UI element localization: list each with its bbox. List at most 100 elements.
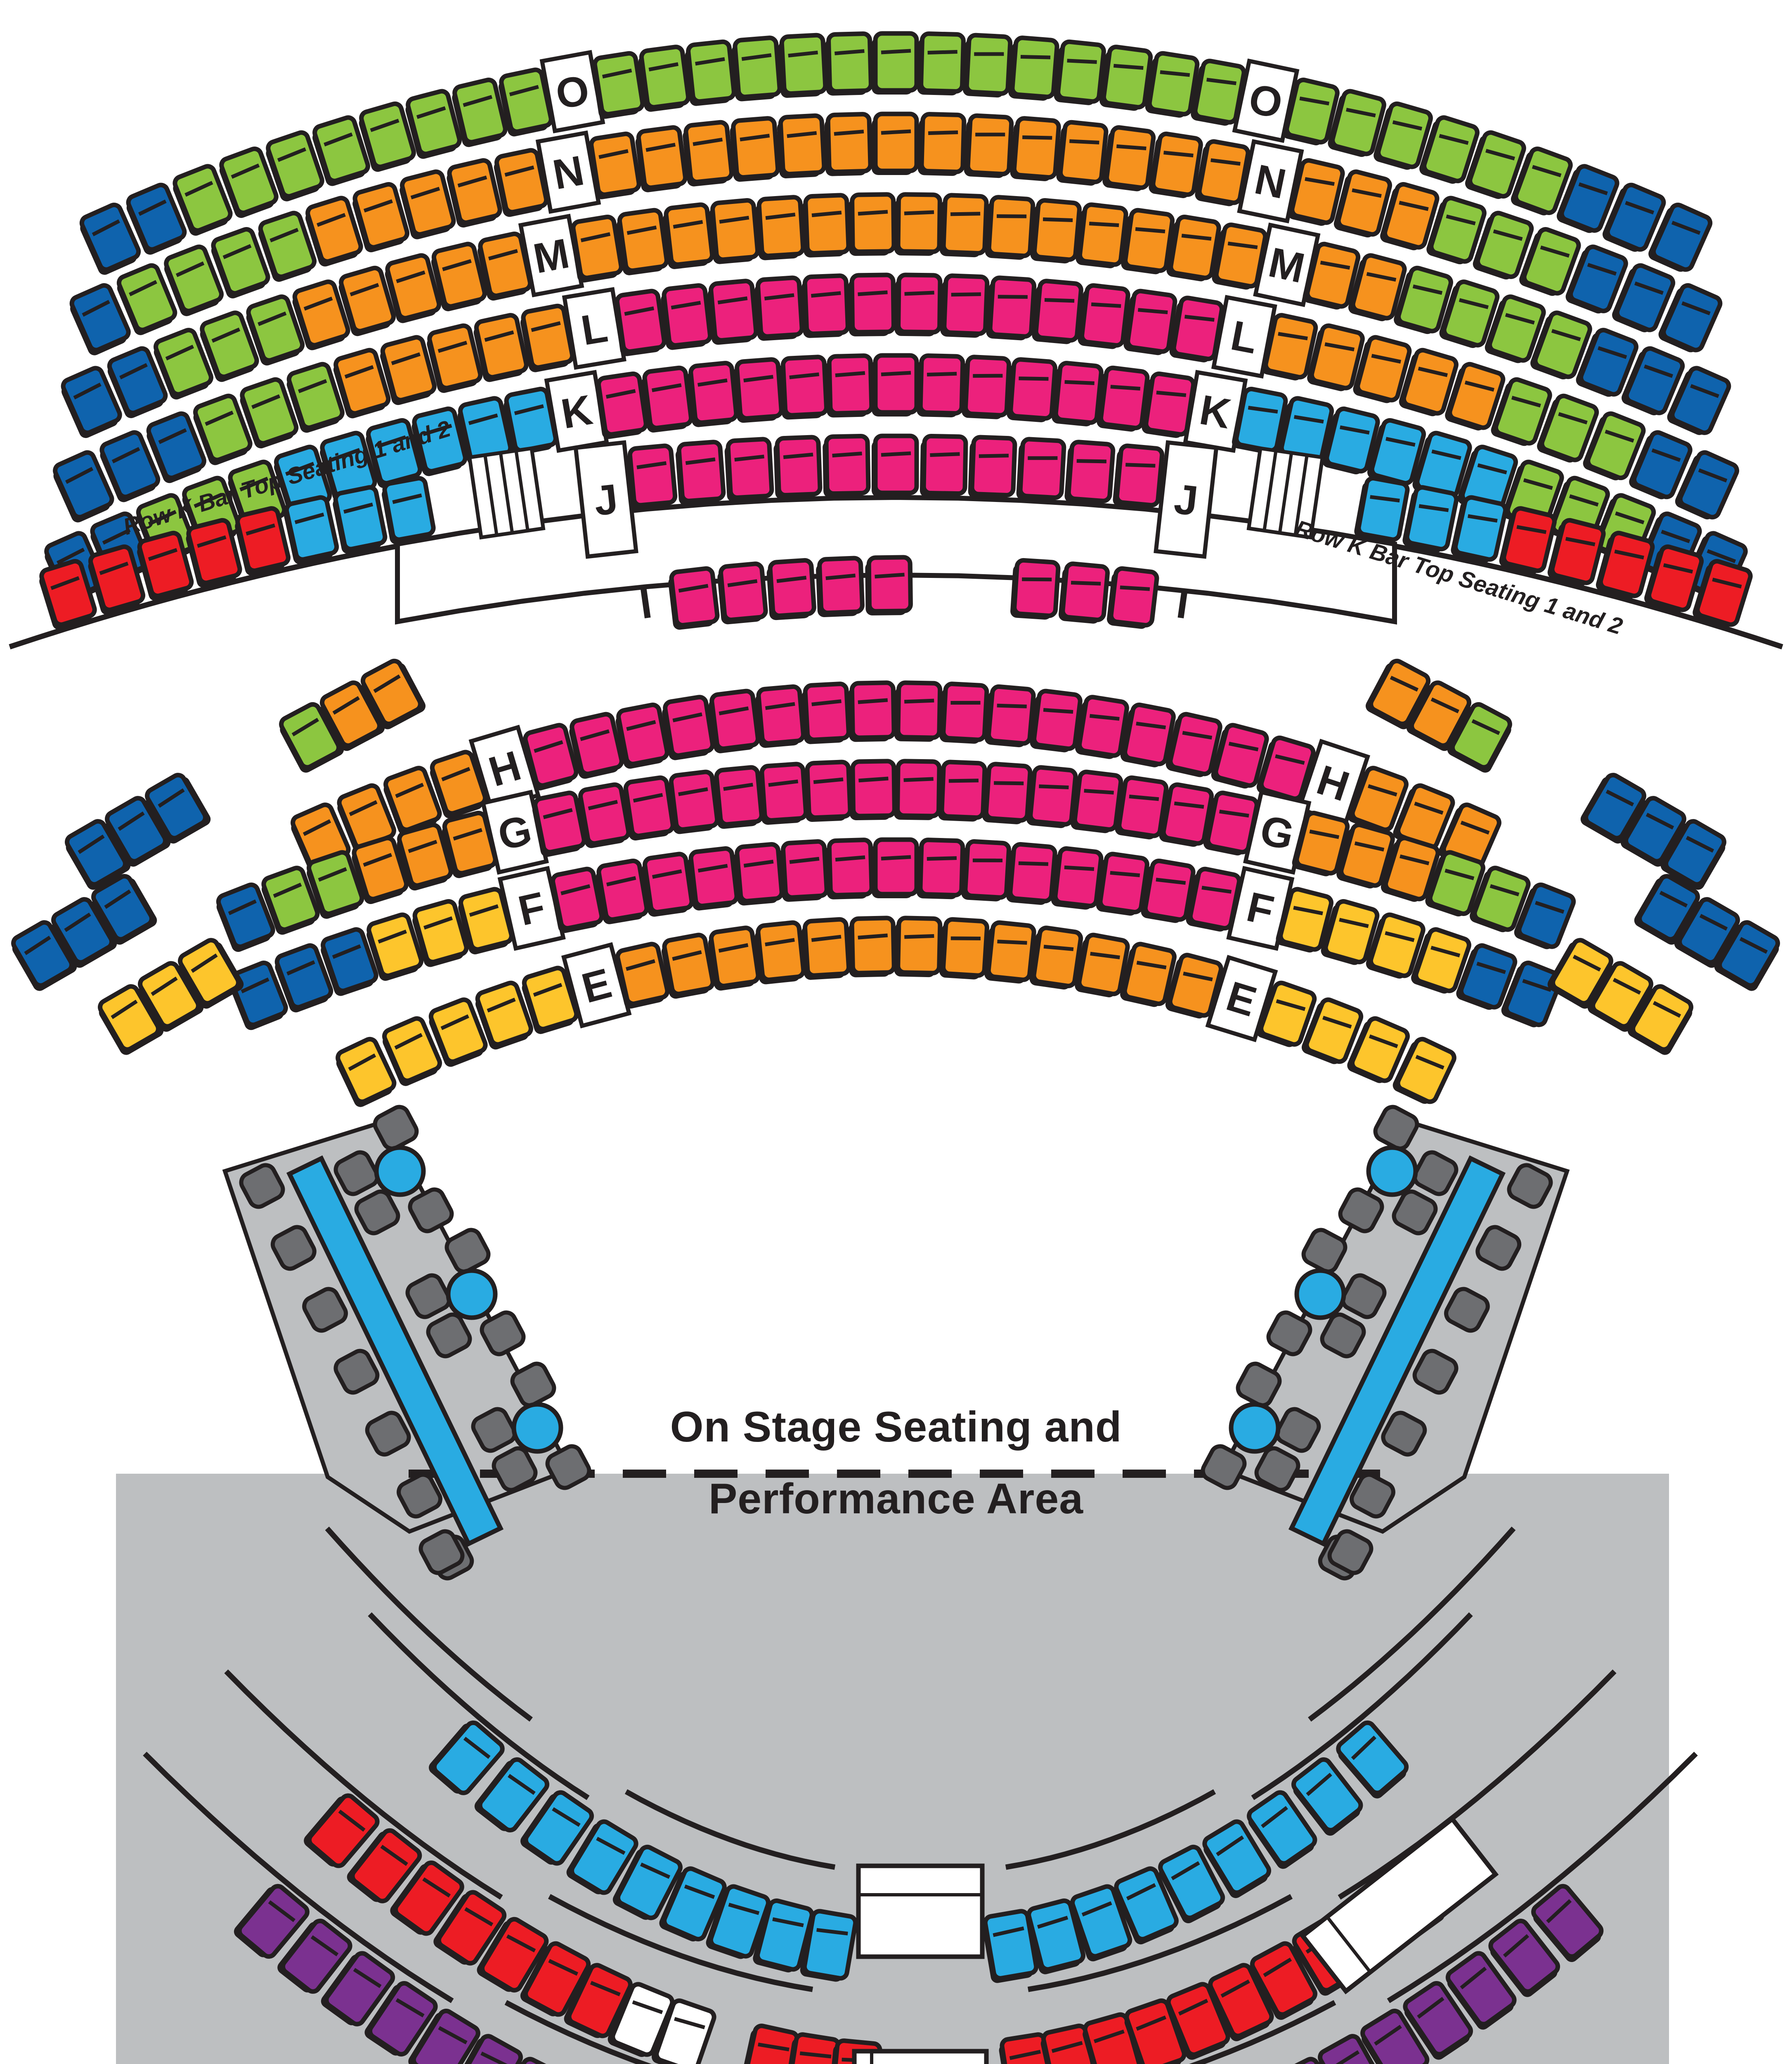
seat [504,386,558,456]
seat [642,852,694,917]
seat [940,273,990,338]
seat [1016,437,1066,502]
seat [685,39,736,106]
seat [1026,1898,1085,1974]
seat [1318,2034,1386,2064]
seat [1307,323,1365,391]
seat [352,836,409,904]
seat [804,760,853,822]
stage-text-line1: On Stage Seating and [670,1403,1122,1451]
chair [1412,1349,1459,1395]
seat [277,1918,352,1994]
seat [266,130,324,201]
seat [968,435,1017,499]
seat [872,31,919,95]
seat [1648,202,1713,272]
seat [1621,346,1685,416]
seat [616,208,669,275]
seat [284,495,339,564]
seat [258,211,317,282]
bar-top-counter [1288,1155,1506,1547]
row-label-F: F [497,866,566,951]
seat [154,328,213,400]
seat [608,1982,675,2057]
seat [872,111,919,175]
seat [773,435,823,499]
seat [577,782,631,848]
seat [1485,294,1546,363]
walkway-rail [9,543,398,650]
seat [69,283,131,355]
seat [1473,211,1534,279]
seat [825,353,874,418]
chair [1475,1225,1522,1271]
seat [1099,45,1153,111]
seat [596,858,649,924]
seat [186,518,242,588]
chair [1444,1287,1490,1333]
seat [390,1860,464,1936]
seat [1456,943,1518,1010]
seat [1530,310,1592,380]
seat [1353,335,1412,403]
seat [405,89,462,159]
seat [1032,279,1083,344]
seat [626,443,678,510]
walkway-rail [624,1789,836,1870]
chair [1340,1273,1387,1319]
seat [211,227,270,298]
seat [1445,362,1506,431]
chair [1507,1163,1553,1209]
seat [848,272,896,336]
seat [383,766,442,835]
seat [400,169,456,239]
seat [382,1016,442,1086]
seat [1583,411,1646,480]
seat [39,559,97,630]
seat [801,273,850,338]
seat [173,164,233,236]
seat [638,45,691,112]
seat [1261,313,1318,381]
seat [1097,365,1150,432]
walkway-rail [1027,1894,1293,1992]
seat [320,431,377,502]
chair [405,1273,452,1319]
seat [107,346,168,418]
seat [962,33,1013,98]
seat [1113,443,1165,509]
seat [1054,39,1106,105]
seat [964,113,1014,178]
walkway-rail [325,1527,533,1722]
seat [1519,227,1581,296]
seat [1531,1884,1604,1962]
seat [733,357,784,423]
row-label-M: M [518,213,584,298]
seat-island-right-G [1580,773,1726,890]
chair [1381,1411,1427,1457]
seat [984,920,1036,984]
seat [164,244,224,316]
seat [614,289,667,356]
seat [477,1917,549,1993]
seat [352,182,410,253]
seat [1070,1884,1132,1962]
seat [784,2032,841,2064]
seat [564,1963,633,2038]
seat [766,558,816,620]
seat [662,695,715,760]
row-label-N: N [535,130,601,214]
seat [872,837,919,898]
seat [442,811,498,878]
seat [193,393,253,465]
seat [740,2024,800,2064]
seat [1301,997,1364,1064]
walkway-rail [504,2000,652,2064]
seat [116,263,177,335]
seat [433,1890,507,1966]
seat [1374,101,1433,170]
seat [1030,689,1083,753]
